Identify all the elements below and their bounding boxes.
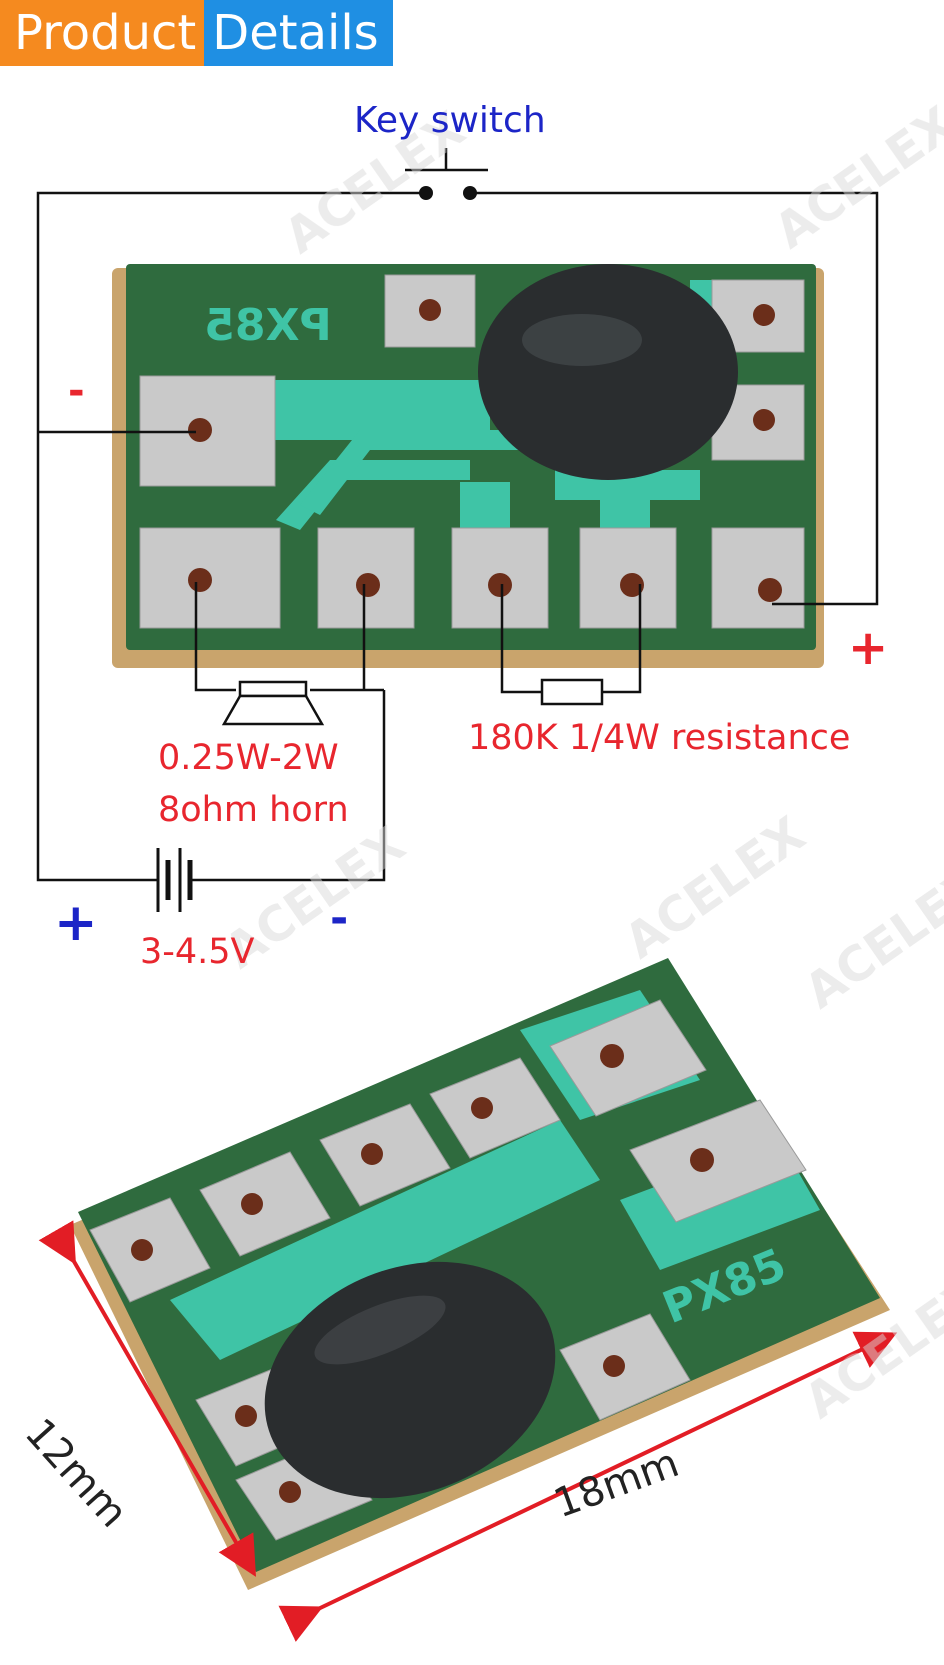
bottom-pcb-board: PX85 [70, 958, 890, 1590]
banner-word-product: Product [0, 0, 205, 66]
svg-text:ACELEX: ACELEX [795, 856, 944, 1020]
banner-word-details: Details [204, 0, 393, 66]
plus-right-label: + [848, 620, 889, 676]
board-label-top: PX85 [204, 300, 331, 351]
horn-symbol [221, 680, 325, 726]
key-switch-symbol [405, 148, 488, 200]
resistor-label: 180K 1/4W resistance [468, 718, 851, 758]
chip-blob-top [478, 264, 738, 480]
product-details-banner: Product Details [0, 0, 393, 66]
plus-bottom-label: + [54, 893, 98, 953]
svg-text:ACELEX: ACELEX [615, 806, 815, 970]
key-switch-label: Key switch [354, 100, 546, 141]
minus-top-label: - [68, 368, 85, 414]
wiring [36, 191, 879, 882]
battery-symbol [156, 848, 193, 912]
top-pcb-board: PX85 [112, 264, 824, 668]
horn-power-label: 0.25W-2W [158, 738, 339, 778]
width-dimension-arrow [278, 1331, 898, 1642]
resistor-symbol [540, 678, 604, 706]
height-dimension-arrow [38, 1220, 256, 1577]
minus-bottom-label: - [330, 893, 349, 944]
svg-text:ACELEX: ACELEX [765, 96, 944, 260]
voltage-label: 3-4.5V [140, 932, 255, 972]
horn-impedance-label: 8ohm horn [158, 790, 349, 830]
